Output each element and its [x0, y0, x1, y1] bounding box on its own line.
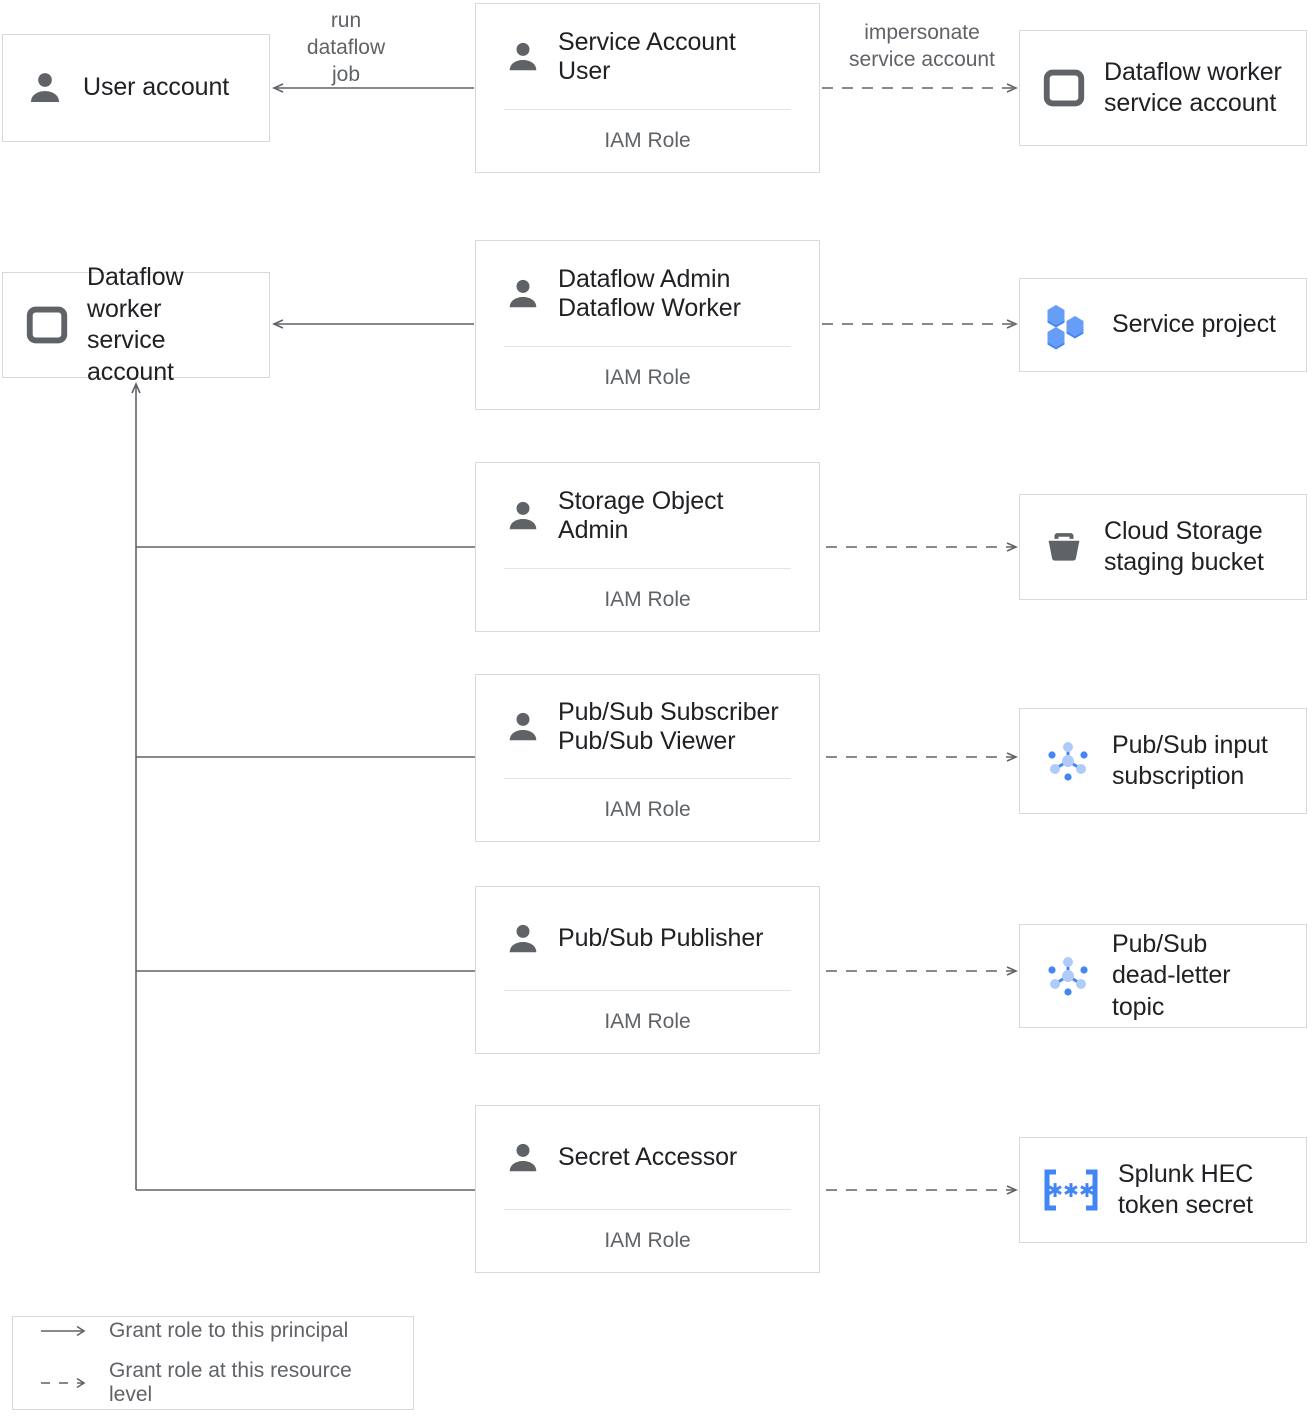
role-card-header: Storage Object Admin [476, 463, 819, 568]
secret-icon: ✱✱✱ [1042, 1166, 1100, 1214]
legend-item-label: Grant role to this principal [109, 1319, 349, 1342]
pubsub-icon [1042, 950, 1094, 1002]
edge-label-impersonate-service-account: impersonate service account [849, 21, 995, 71]
role-card-header: Secret Accessor [476, 1106, 819, 1209]
legend-item-solid-arrow: Grant role to this principal [39, 1319, 387, 1343]
legend-item-dashed-arrow: Grant role at this resource level [39, 1359, 387, 1407]
node-dataflow-worker-service-account-left[interactable]: Dataflow worker service account [2, 263, 270, 386]
role-card-divider [504, 1209, 791, 1210]
node-label: Pub/Sub input subscription [1112, 730, 1268, 791]
node-label: Dataflow worker service account [1104, 57, 1282, 118]
pubsub-icon [1042, 735, 1094, 787]
person-icon [25, 68, 65, 108]
bucket-icon [1042, 525, 1086, 569]
node-label: User account [83, 73, 230, 102]
node-splunk-hec-token-secret[interactable]: ✱✱✱ Splunk HEC token secret [1019, 1137, 1307, 1243]
node-label: Pub/Sub dead-letter topic [1112, 929, 1231, 1021]
project-hexagons-icon [1042, 299, 1094, 351]
node-pubsub-dead-letter-topic[interactable]: Pub/Sub dead-letter topic [1019, 924, 1307, 1028]
role-card-header: Dataflow Admin Dataflow Worker [476, 241, 819, 346]
role-card-header: Pub/Sub Publisher [476, 887, 819, 990]
role-card-footer: IAM Role [604, 1229, 691, 1252]
role-card-footer: IAM Role [604, 798, 691, 821]
person-icon [504, 1139, 542, 1177]
role-card-title: Service Account User [558, 28, 736, 85]
svg-text:✱✱✱: ✱✱✱ [1047, 1181, 1095, 1202]
role-card-title: Pub/Sub Subscriber Pub/Sub Viewer [558, 698, 779, 755]
role-card-secret-accessor[interactable]: Secret Accessor IAM Role [475, 1105, 820, 1273]
role-card-footer: IAM Role [604, 366, 691, 389]
role-card-divider [504, 346, 791, 347]
role-card-footer: IAM Role [604, 129, 691, 152]
edge-label-run-dataflow-job: run dataflow job [306, 9, 386, 86]
role-card-footer: IAM Role [604, 588, 691, 611]
person-icon [504, 497, 542, 535]
role-card-divider [504, 778, 791, 779]
person-icon [504, 275, 542, 313]
person-icon [504, 38, 542, 76]
node-label: Cloud Storage staging bucket [1104, 516, 1264, 577]
node-service-project[interactable]: Service project [1019, 278, 1307, 372]
person-icon [504, 708, 542, 746]
person-icon [504, 920, 542, 958]
node-cloud-storage-staging-bucket[interactable]: Cloud Storage staging bucket [1019, 494, 1307, 600]
role-card-service-account-user[interactable]: Service Account User IAM Role [475, 3, 820, 173]
node-label: Dataflow worker service account [87, 263, 184, 386]
legend-item-label: Grant role at this resource level [109, 1359, 352, 1406]
node-dataflow-worker-service-account-top[interactable]: Dataflow worker service account [1019, 30, 1307, 146]
node-label: Service project [1112, 310, 1276, 339]
role-card-header: Service Account User [476, 4, 819, 109]
role-card-footer: IAM Role [604, 1010, 691, 1033]
role-card-dataflow-admin-worker[interactable]: Dataflow Admin Dataflow Worker IAM Role [475, 240, 820, 410]
role-card-divider [504, 568, 791, 569]
service-account-icon [25, 303, 69, 347]
role-card-storage-object-admin[interactable]: Storage Object Admin IAM Role [475, 462, 820, 632]
role-card-divider [504, 109, 791, 110]
role-card-title: Dataflow Admin Dataflow Worker [558, 265, 741, 322]
service-account-icon [1042, 66, 1086, 110]
role-card-title: Storage Object Admin [558, 487, 724, 544]
role-card-pubsub-subscriber-viewer[interactable]: Pub/Sub Subscriber Pub/Sub Viewer IAM Ro… [475, 674, 820, 842]
dashed-arrow-icon [41, 1377, 86, 1389]
legend: Grant role to this principal Grant role … [12, 1316, 414, 1410]
node-label: Splunk HEC token secret [1118, 1159, 1254, 1220]
node-pubsub-input-subscription[interactable]: Pub/Sub input subscription [1019, 708, 1307, 814]
node-user-account[interactable]: User account [2, 34, 270, 142]
role-card-title: Secret Accessor [558, 1143, 738, 1172]
role-card-header: Pub/Sub Subscriber Pub/Sub Viewer [476, 675, 819, 778]
role-card-pubsub-publisher[interactable]: Pub/Sub Publisher IAM Role [475, 886, 820, 1054]
role-card-divider [504, 990, 791, 991]
solid-arrow-icon [41, 1325, 86, 1337]
role-card-title: Pub/Sub Publisher [558, 924, 764, 953]
